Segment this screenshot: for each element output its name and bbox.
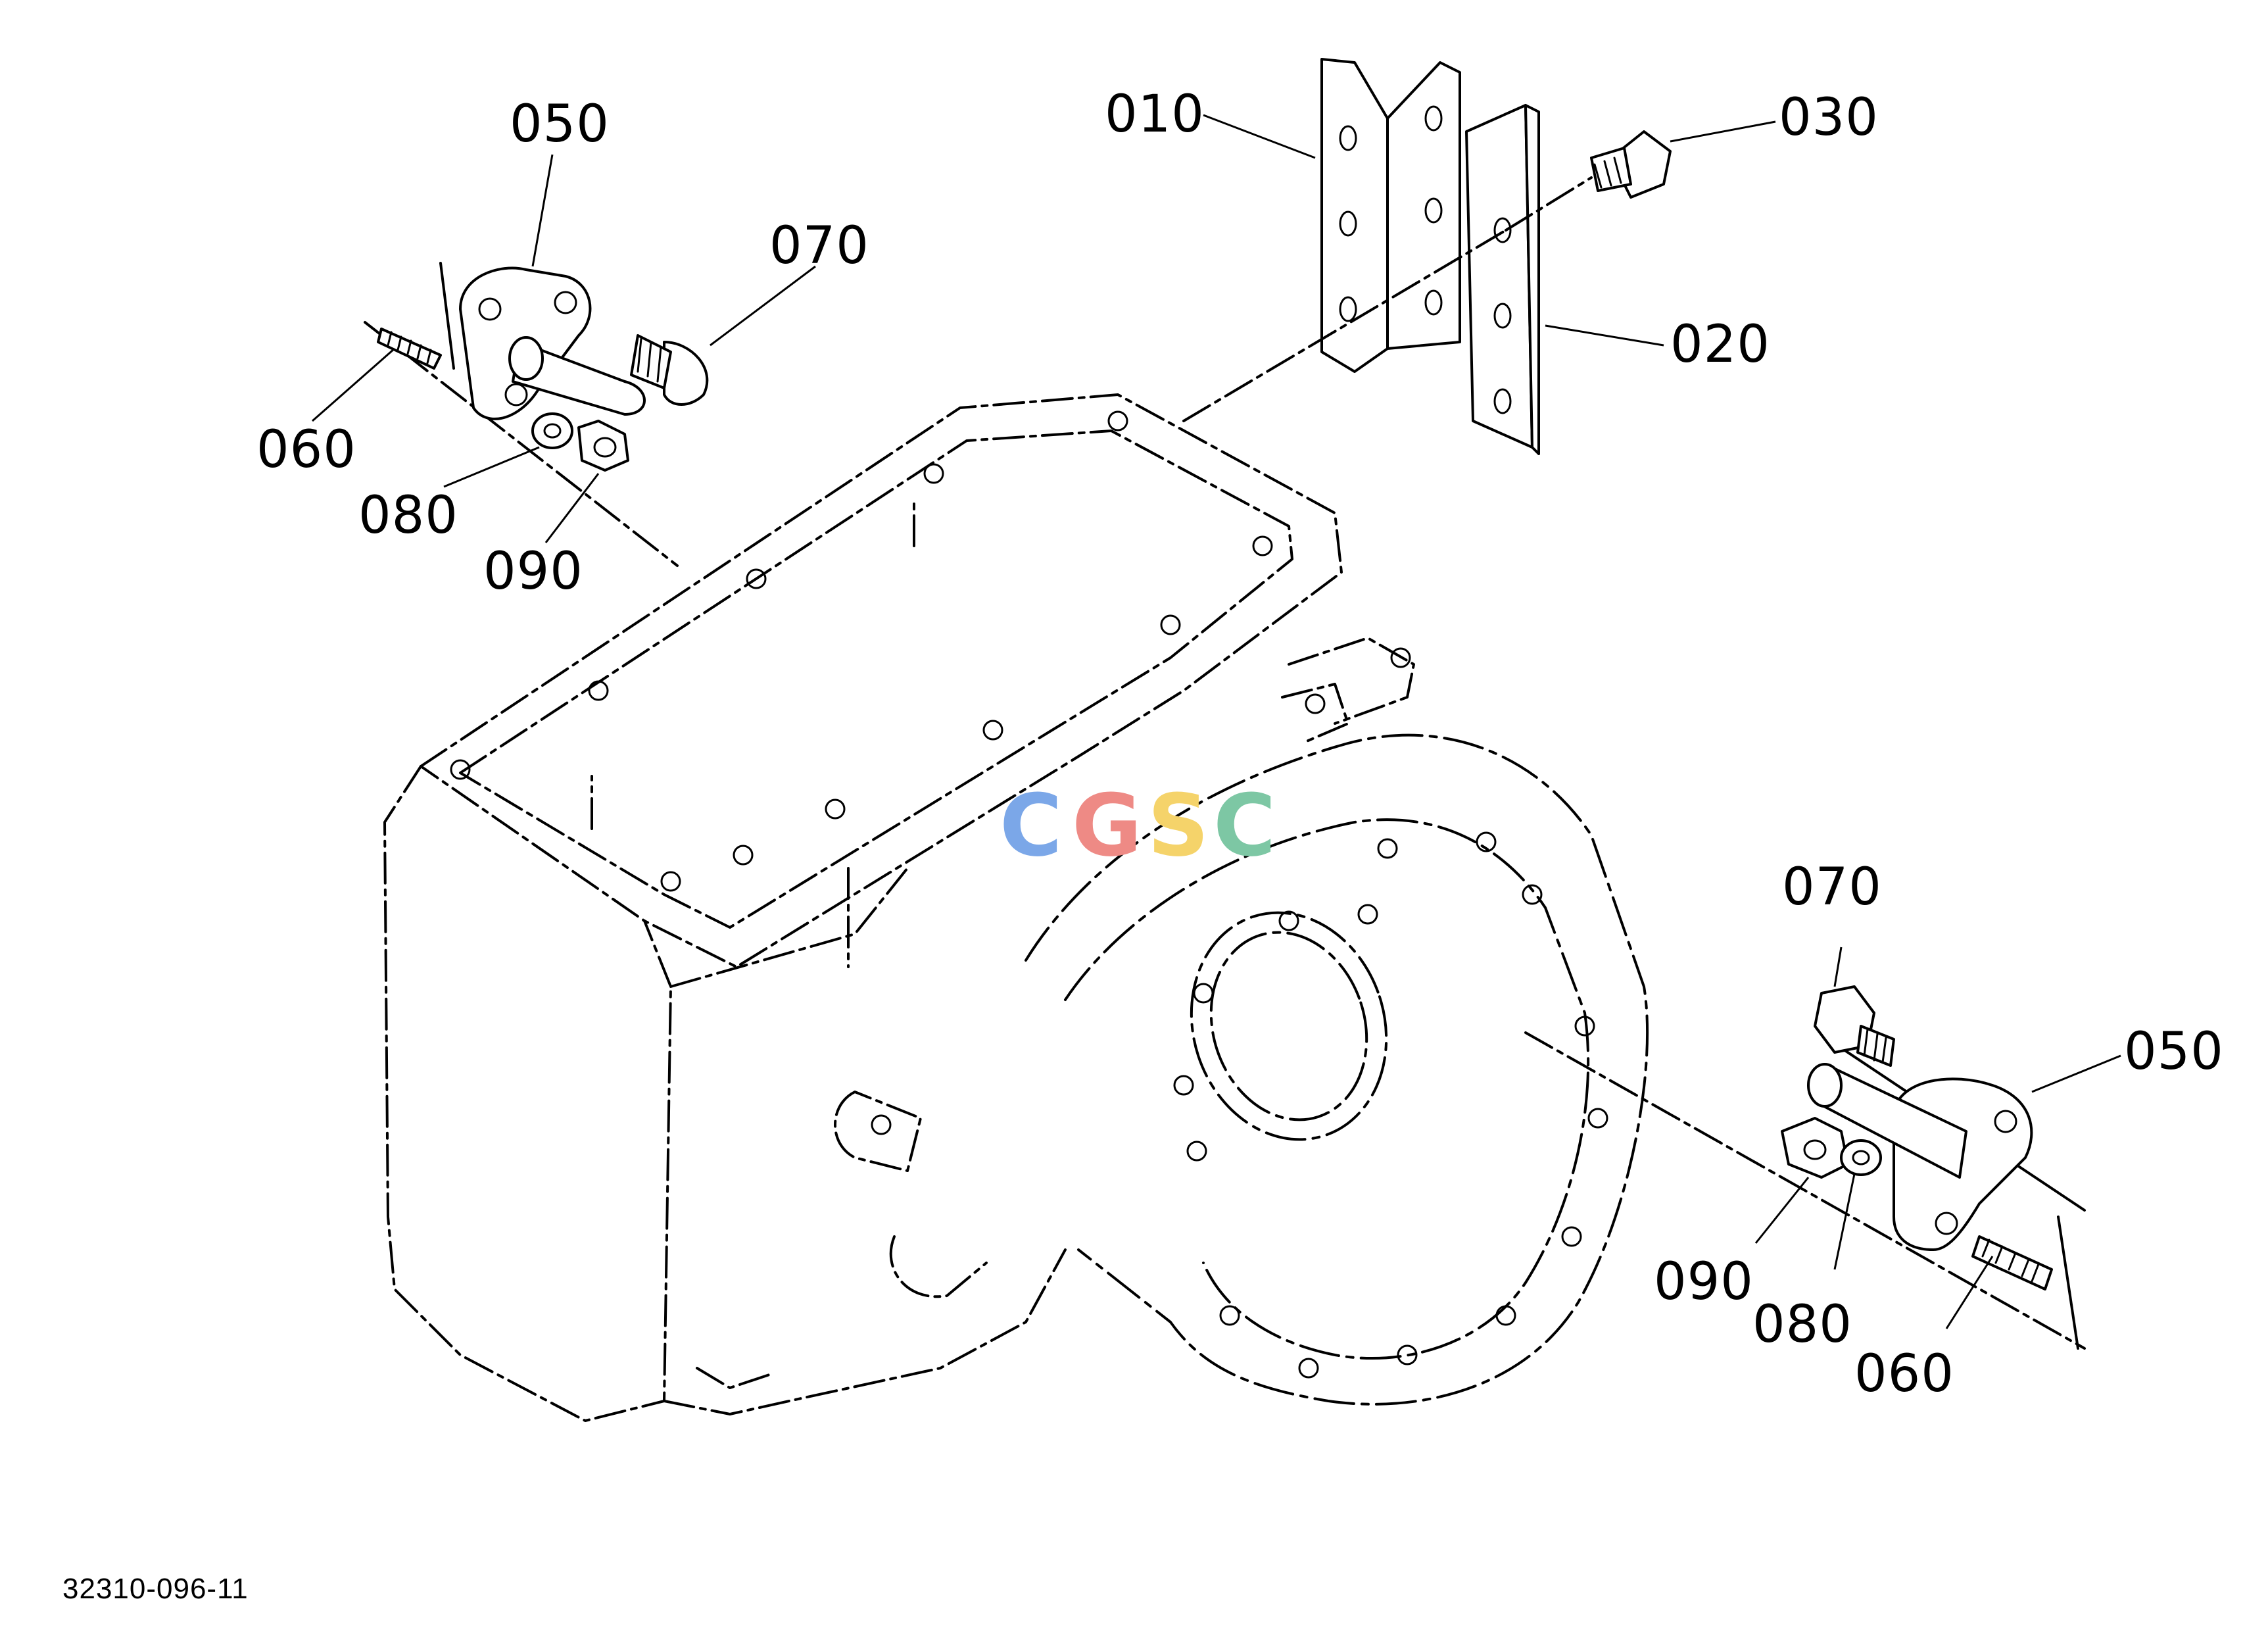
label-070-right: 070 xyxy=(1782,858,1882,917)
label-070-left: 070 xyxy=(769,216,869,276)
label-030: 030 xyxy=(1779,88,1879,147)
label-010: 010 xyxy=(1105,85,1205,144)
watermark-letter: G xyxy=(1072,775,1142,875)
label-050-left: 050 xyxy=(510,95,610,154)
label-080-right: 080 xyxy=(1752,1295,1852,1354)
leader-lines xyxy=(312,114,2121,1329)
right-stud-assembly xyxy=(1524,985,2086,1350)
label-020: 020 xyxy=(1670,315,1770,374)
label-090-right: 090 xyxy=(1654,1252,1754,1312)
drawing-number: 32310-096-11 xyxy=(62,1573,249,1605)
label-060-left: 060 xyxy=(256,420,356,479)
watermark-letter: S xyxy=(1147,775,1209,875)
left-stud-assembly xyxy=(364,262,709,567)
watermark: C G S C xyxy=(1000,775,1276,875)
watermark-letter: C xyxy=(1000,775,1062,875)
watermark-letter: C xyxy=(1213,775,1276,875)
bracket-010 xyxy=(1320,58,1461,373)
bracket-020 xyxy=(1465,104,1540,455)
label-050-right: 050 xyxy=(2124,1022,2224,1081)
label-080-left: 080 xyxy=(358,486,458,545)
bolt-030 xyxy=(1590,130,1672,199)
part-labels: 010 030 020 050 070 060 080 090 070 050 … xyxy=(256,85,2224,1404)
transmission-case xyxy=(383,393,1649,1422)
label-090-left: 090 xyxy=(483,542,583,601)
label-060-right: 060 xyxy=(1854,1344,1954,1404)
